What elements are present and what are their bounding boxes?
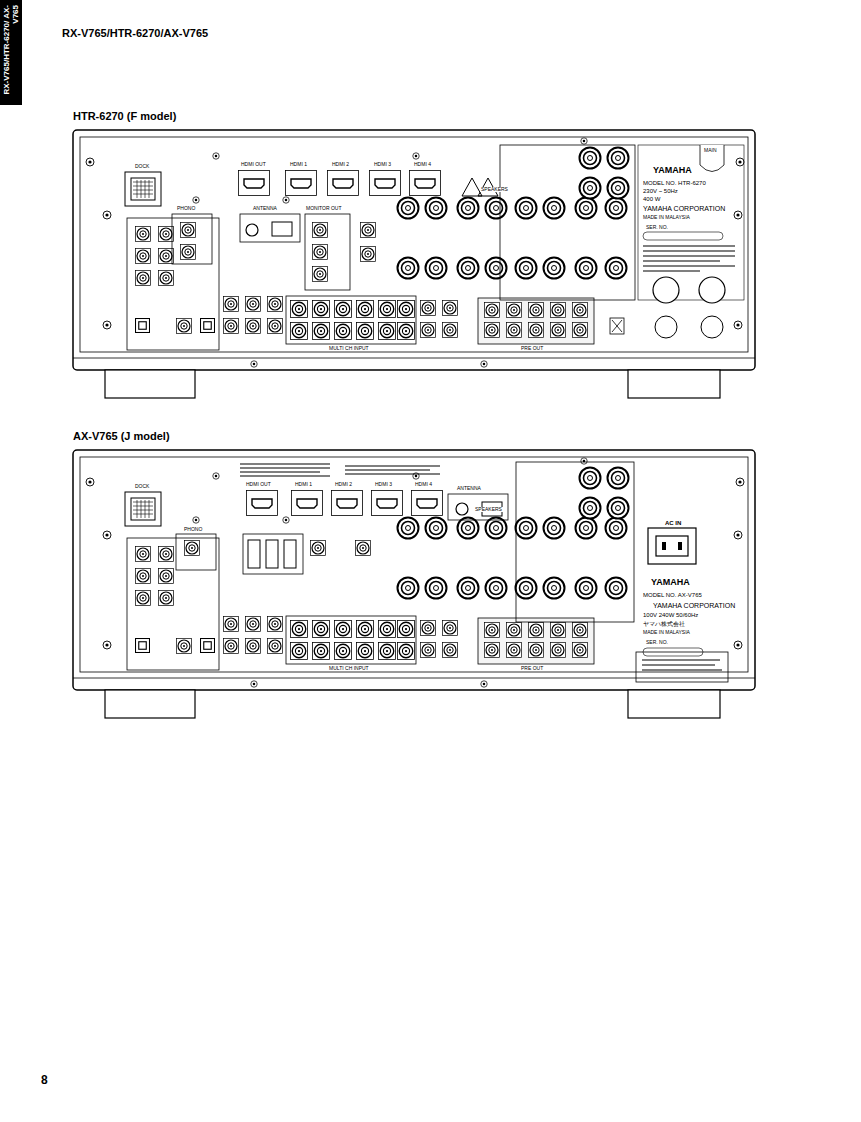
panel-label: HDMI 1 [289,162,308,167]
panel-label: MULTI CH INPUT [328,666,370,671]
panel-label: SPEAKERS [474,507,503,512]
panel-label: ANTENNA [456,486,482,491]
panel-label: PRE OUT [520,666,544,671]
model-heading: AX-V765 (J model) [73,430,170,442]
panel-label: ANTENNA [252,206,278,211]
panel-label: 400 W [642,196,661,202]
panel-label: HDMI 3 [373,162,392,167]
panel-label: HDMI OUT [245,482,272,487]
panel-label: MODEL NO. HTR-6270 [642,180,707,186]
panel-label: PHONO [183,527,203,532]
page-number: 8 [40,1074,49,1086]
panel-label: HDMI OUT [240,162,267,167]
panel-label: MODEL NO. AX-V765 [642,592,703,598]
panel-label: 230V ~ 50Hz [642,188,679,194]
side-tab-text: RX-V765/HTR-6270/ AX-V765 [2,4,20,102]
panel-label: 100V 240W 50/60Hz [642,612,699,618]
rear-panel: HTR-6270 (F model) [73,106,176,124]
model-heading: HTR-6270 (F model) [73,110,176,122]
panel-label: SPEAKERS [480,187,509,192]
panel-label: YAMAHA CORPORATION [642,205,726,212]
panel-label: MULTI CH INPUT [328,346,370,351]
panel-label: SER. NO. [645,225,669,230]
panel-label: MONITOR OUT [305,206,342,211]
panel-label: HDMI 3 [374,482,393,487]
page-header: RX-V765/HTR-6270/AX-V765 [62,27,208,39]
panel-label: YAMAHA [652,166,693,175]
panel-label: HDMI 2 [334,482,353,487]
panel-label: SER. NO. [645,640,669,645]
panel-label: HDMI 4 [414,482,433,487]
panel-label: YAMAHA CORPORATION [652,602,736,609]
panel-label: PRE OUT [520,346,544,351]
panel-label: HDMI 1 [294,482,313,487]
panel-label: MAIN [703,148,718,153]
panel-label: PHONO [176,206,196,211]
panel-label: HDMI 2 [331,162,350,167]
panel-label: AC IN [664,520,682,526]
panel-label: HDMI 4 [413,162,432,167]
panel-label: DOCK [134,484,150,489]
panel-label: MADE IN MALAYSIA [642,630,691,635]
panel-label: ヤマハ株式会社 [642,621,686,627]
panel-label: DOCK [134,164,150,169]
panel-label: YAMAHA [650,578,691,587]
panel-label: MADE IN MALAYSIA [642,215,691,220]
rear-panel: AX-V765 (J model) [73,426,170,444]
